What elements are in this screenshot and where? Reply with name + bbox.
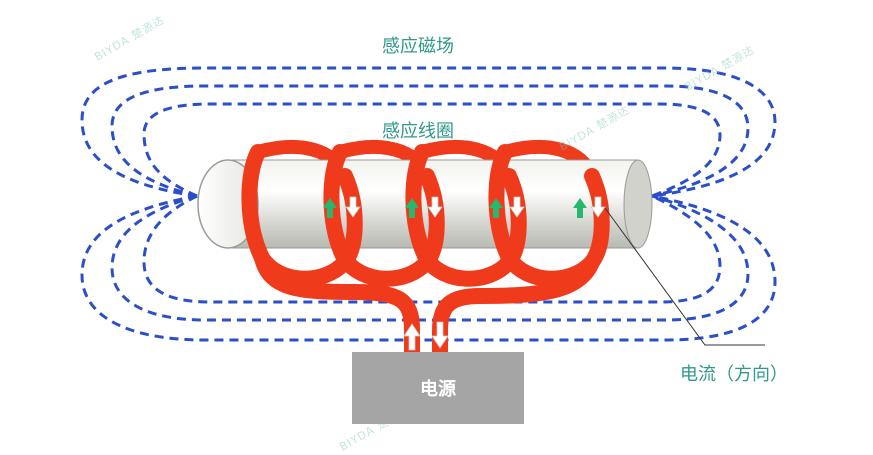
down-arrow-icon (509, 196, 525, 218)
field-line-middle-top (110, 84, 750, 198)
down-arrow-icon (427, 196, 443, 218)
coil-lead-left (254, 250, 420, 360)
current-label-leader (604, 207, 765, 346)
coil-loop-2 (323, 144, 445, 287)
field-line-outer-top (80, 66, 777, 198)
current-arrows (323, 196, 606, 351)
induced-magnetic-field-label: 感应磁场 (382, 36, 454, 57)
rod-end-right (623, 159, 653, 249)
coil-lead-right (432, 254, 600, 360)
current-direction-label: 电流（方向） (680, 364, 788, 385)
power-source-label: 电源 (420, 379, 456, 400)
coil-loop-1 (241, 144, 363, 287)
power-source-box: 电源 (352, 352, 524, 424)
up-arrow-icon (405, 198, 419, 218)
magnetic-field-lines (80, 66, 777, 342)
up-arrow-icon (323, 198, 337, 218)
up-arrow-icon (403, 323, 421, 351)
up-arrow-icon (489, 198, 503, 218)
coil-front-loops (241, 144, 610, 360)
up-arrow-icon (573, 198, 587, 218)
down-arrow-icon (431, 321, 449, 349)
field-line-middle-bottom (110, 194, 750, 322)
down-arrow-icon (590, 196, 606, 218)
coil-loop-3 (405, 144, 527, 287)
field-line-outer-bottom (80, 194, 777, 342)
induction-coil-label: 感应线圈 (382, 121, 454, 142)
field-line-inner-top (142, 102, 722, 198)
down-arrow-icon (345, 196, 361, 218)
